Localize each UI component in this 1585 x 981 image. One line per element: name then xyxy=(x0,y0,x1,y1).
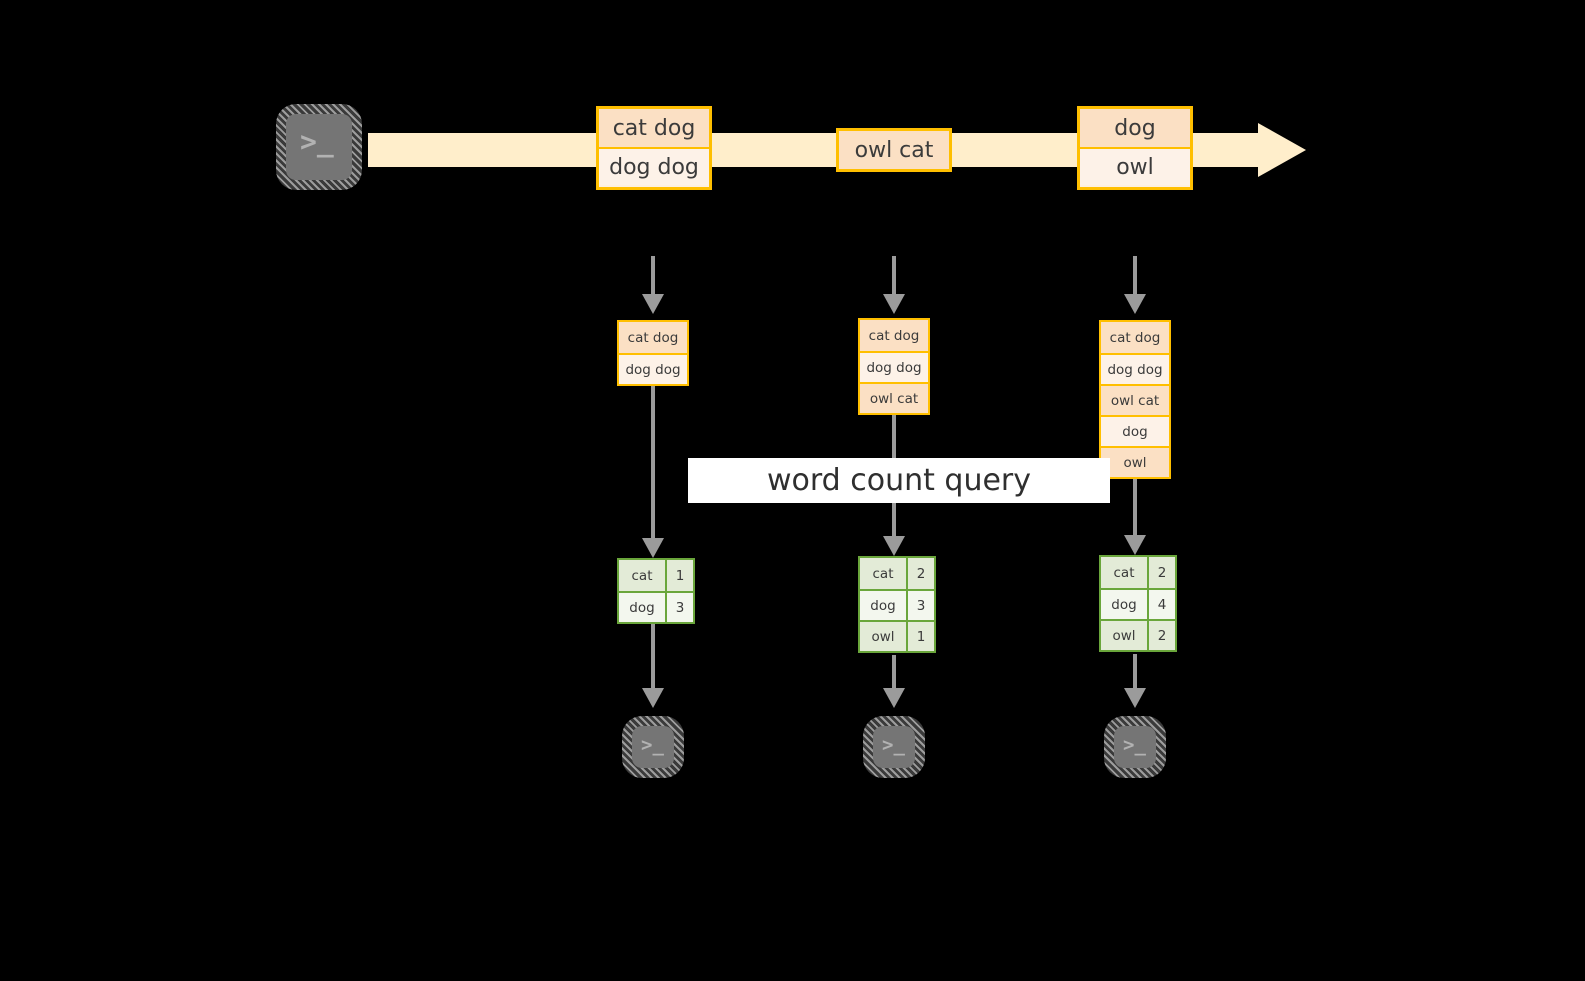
sink-connector-step-2 xyxy=(892,655,896,695)
connector-arrowhead xyxy=(642,538,664,558)
accumulated-records-step-2[interactable]: cat dog dog dog owl cat xyxy=(858,318,930,415)
result-count: 2 xyxy=(1147,557,1175,588)
result-row: cat 1 xyxy=(619,560,693,591)
stream-record: owl xyxy=(1080,147,1190,185)
result-word: owl xyxy=(1101,621,1147,650)
result-count: 2 xyxy=(1147,621,1175,650)
dashed-connector-step-2 xyxy=(892,256,896,296)
stream-group-batch-1[interactable]: cat dog dog dog xyxy=(596,106,712,190)
terminal-face xyxy=(632,726,674,768)
result-table-step-3[interactable]: cat 2 dog 4 owl 2 xyxy=(1099,555,1177,652)
result-row: owl 2 xyxy=(1101,619,1175,650)
record-row: cat dog xyxy=(860,320,928,351)
terminal-face xyxy=(873,726,915,768)
terminal-prompt-glyph: >_ xyxy=(1123,734,1146,756)
sink-connector-step-3 xyxy=(1133,654,1137,695)
result-count: 2 xyxy=(906,558,934,589)
query-connector-step-3 xyxy=(1133,479,1137,545)
stream-record: cat dog xyxy=(599,109,709,147)
stream-record: owl cat xyxy=(839,131,949,169)
result-row: dog 3 xyxy=(619,591,693,622)
sink-connector-step-1 xyxy=(651,624,655,694)
query-banner: word count query xyxy=(688,458,1110,503)
dashed-connector-step-3 xyxy=(1133,256,1137,296)
record-row: dog dog xyxy=(1101,353,1169,384)
dashed-connector-step-1 xyxy=(651,256,655,296)
record-row: dog dog xyxy=(860,351,928,382)
terminal-face xyxy=(1114,726,1156,768)
result-word: dog xyxy=(860,591,906,620)
sink-terminal-step-3[interactable]: >_ xyxy=(1104,716,1166,778)
result-count: 1 xyxy=(665,560,693,591)
record-row: owl cat xyxy=(1101,384,1169,415)
record-row: cat dog xyxy=(619,322,687,353)
result-word: cat xyxy=(1101,557,1147,588)
result-word: dog xyxy=(1101,590,1147,619)
result-count: 1 xyxy=(906,622,934,651)
record-row: owl cat xyxy=(860,382,928,413)
stream-record: dog dog xyxy=(599,147,709,185)
stream-group-batch-2[interactable]: owl cat xyxy=(836,128,952,172)
connector-arrowhead xyxy=(1124,294,1146,314)
source-terminal-icon[interactable]: >_ xyxy=(276,104,362,190)
result-row: cat 2 xyxy=(1101,557,1175,588)
stream-arrowhead xyxy=(1258,123,1306,177)
terminal-face xyxy=(286,114,352,180)
query-connector-step-1 xyxy=(651,386,655,546)
sink-terminal-step-2[interactable]: >_ xyxy=(863,716,925,778)
connector-arrowhead xyxy=(883,688,905,708)
sink-terminal-step-1[interactable]: >_ xyxy=(622,716,684,778)
result-row: dog 3 xyxy=(860,589,934,620)
result-table-step-1[interactable]: cat 1 dog 3 xyxy=(617,558,695,624)
accumulated-records-step-3[interactable]: cat dog dog dog owl cat dog owl xyxy=(1099,320,1171,479)
result-word: dog xyxy=(619,593,665,622)
stream-group-batch-3[interactable]: dog owl xyxy=(1077,106,1193,190)
result-word: cat xyxy=(860,558,906,589)
result-row: cat 2 xyxy=(860,558,934,589)
connector-arrowhead xyxy=(883,294,905,314)
stream-record: dog xyxy=(1080,109,1190,147)
connector-arrowhead xyxy=(1124,535,1146,555)
terminal-prompt-glyph: >_ xyxy=(882,734,905,756)
result-row: owl 1 xyxy=(860,620,934,651)
record-row: dog xyxy=(1101,415,1169,446)
connector-arrowhead xyxy=(883,536,905,556)
record-row: owl xyxy=(1101,446,1169,477)
terminal-prompt-glyph: >_ xyxy=(300,125,334,158)
connector-arrowhead xyxy=(642,294,664,314)
record-row: cat dog xyxy=(1101,322,1169,353)
connector-arrowhead xyxy=(1124,688,1146,708)
terminal-prompt-glyph: >_ xyxy=(641,734,664,756)
result-count: 4 xyxy=(1147,590,1175,619)
accumulated-records-step-1[interactable]: cat dog dog dog xyxy=(617,320,689,386)
result-count: 3 xyxy=(906,591,934,620)
record-row: dog dog xyxy=(619,353,687,384)
query-banner-label: word count query xyxy=(766,463,1032,498)
connector-arrowhead xyxy=(642,688,664,708)
result-word: owl xyxy=(860,622,906,651)
result-row: dog 4 xyxy=(1101,588,1175,619)
result-count: 3 xyxy=(665,593,693,622)
result-word: cat xyxy=(619,560,665,591)
result-table-step-2[interactable]: cat 2 dog 3 owl 1 xyxy=(858,556,936,653)
